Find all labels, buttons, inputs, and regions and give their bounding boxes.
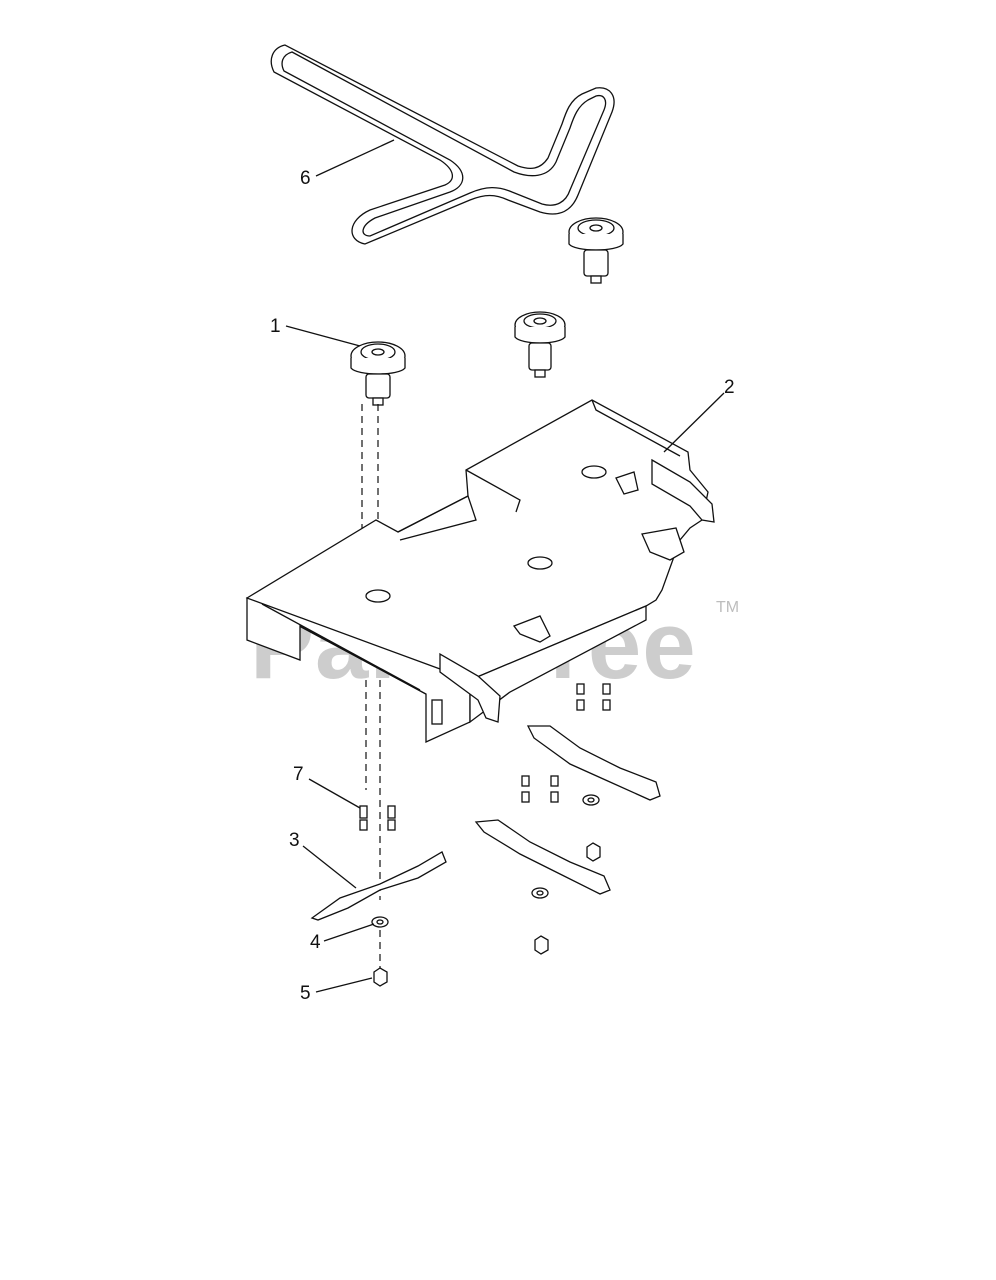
- blades[interactable]: [310, 725, 661, 921]
- callout-1[interactable]: 1: [270, 316, 281, 337]
- bolt[interactable]: [550, 775, 559, 803]
- blade-left[interactable]: [310, 851, 447, 921]
- watermark-trademark: TM: [716, 599, 739, 616]
- bolt[interactable]: [576, 683, 585, 711]
- callout-4[interactable]: 4: [310, 932, 321, 953]
- callout-6[interactable]: 6: [300, 168, 311, 189]
- callout-leaders: [285, 139, 725, 993]
- bolt[interactable]: [521, 775, 530, 803]
- bolt[interactable]: [387, 805, 396, 831]
- bolt[interactable]: [359, 805, 368, 831]
- washers[interactable]: [371, 794, 600, 928]
- assembly-centerline: [361, 404, 381, 968]
- spindle-pulley-middle[interactable]: [514, 311, 566, 378]
- nuts[interactable]: [373, 842, 601, 987]
- belt[interactable]: [270, 44, 615, 245]
- blade-center[interactable]: [474, 819, 611, 895]
- callout-2[interactable]: 2: [724, 377, 735, 398]
- callouts: 1 2 3 4 5 6 7: [270, 168, 735, 1004]
- callout-5[interactable]: 5: [300, 983, 311, 1004]
- blade-right[interactable]: [526, 725, 661, 801]
- spindle-pulley-left[interactable]: [350, 341, 406, 406]
- spindle-pulley-right[interactable]: [568, 217, 624, 284]
- callout-7[interactable]: 7: [293, 764, 304, 785]
- callout-3[interactable]: 3: [289, 830, 300, 851]
- bolt[interactable]: [602, 683, 611, 711]
- mower-deck[interactable]: [245, 399, 715, 744]
- bolts[interactable]: [359, 683, 611, 831]
